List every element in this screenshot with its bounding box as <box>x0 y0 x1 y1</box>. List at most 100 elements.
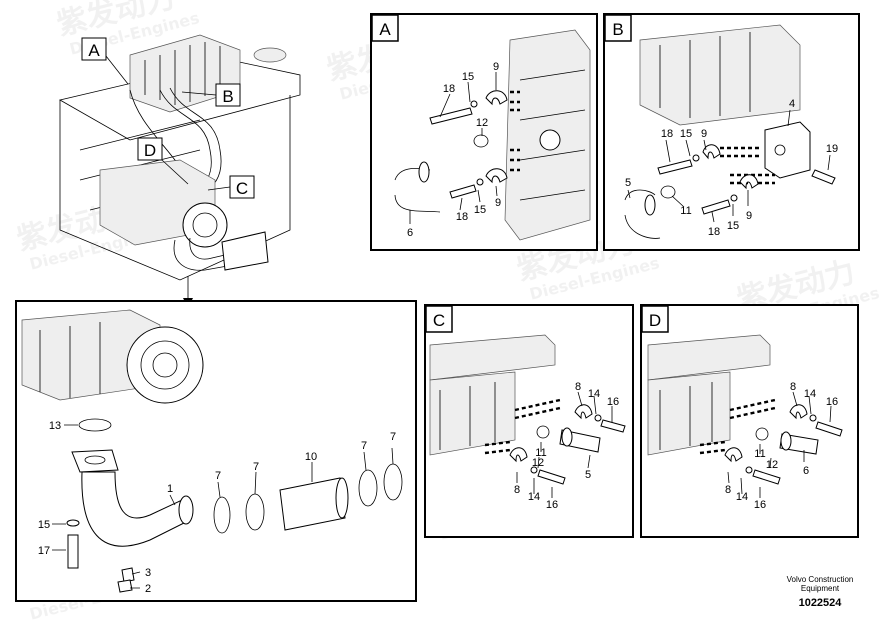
panel-c-dash-top <box>514 398 561 420</box>
callout-d-16-top: 16 <box>826 396 838 408</box>
panel-b-washer-top <box>692 154 700 162</box>
frame-body <box>59 95 291 281</box>
callout-b-5: 5 <box>625 177 631 189</box>
callout-main-7-d: 7 <box>390 431 396 443</box>
panel-c-pump-body <box>429 371 516 456</box>
brand-line-1: Volvo Construction <box>787 575 854 584</box>
pump-flange <box>182 202 228 248</box>
callout-d-8-top: 8 <box>790 381 796 393</box>
callout-b-4: 4 <box>789 98 795 110</box>
overview-tag-d-leader <box>161 159 189 185</box>
callout-a-9-top: 9 <box>493 61 499 73</box>
panel-b-hose-flange <box>644 194 656 216</box>
callout-c-14-bottom: 14 <box>528 491 540 503</box>
callout-b-18-top: 18 <box>661 128 673 140</box>
callout-a-15-top: 15 <box>462 71 474 83</box>
callout-b-15-top: 15 <box>680 128 692 140</box>
callout-d-11: 11 <box>754 448 765 460</box>
overview-tag-c-leader <box>207 186 231 191</box>
panel-b-leaders <box>627 109 831 223</box>
panel-main: 13 1 7 7 10 7 7 15 17 3 2 <box>15 300 417 602</box>
footer: Volvo Construction Equipment 1022524 <box>787 575 854 609</box>
callout-a-15-bottom: 15 <box>474 204 486 216</box>
panel-a-bolt-top <box>429 107 473 125</box>
main-elbow-flange <box>71 449 119 473</box>
panel-d-bolt-bottom <box>752 469 781 485</box>
panel-d-pump-top <box>647 334 771 381</box>
panel-d-oring <box>755 427 769 441</box>
panel-a-port <box>539 129 561 151</box>
callout-d-6: 6 <box>803 465 809 477</box>
callout-d-8-bottom: 8 <box>725 484 731 496</box>
panel-c-washer-bottom <box>530 466 538 474</box>
panel-a-washer-top <box>470 100 478 108</box>
callout-a-18-bottom: 18 <box>456 211 468 223</box>
disc-part <box>253 47 287 63</box>
callout-main-7-a: 7 <box>215 470 221 482</box>
callout-c-5: 5 <box>585 469 591 481</box>
panel-b-tag-box <box>604 14 632 42</box>
callout-main-10: 10 <box>305 451 317 463</box>
overview-tag-b-leader <box>181 91 217 96</box>
panel-a-washer-bottom <box>476 178 484 186</box>
panel-b-bolt-top <box>657 159 693 175</box>
panel-c-pump-lines <box>439 382 496 450</box>
callout-d-14-top: 14 <box>804 388 816 400</box>
panel-d: D 8 14 16 11 12 6 8 14 16 <box>640 304 859 538</box>
panel-b-block-port <box>774 144 786 156</box>
panel-b-clamp-top <box>702 144 721 160</box>
panel-d-washer-bottom <box>745 466 753 474</box>
panel-b-block <box>764 121 811 179</box>
panel-d-tag-box <box>641 305 669 333</box>
panel-d-hose-flange <box>780 431 792 451</box>
overview-tag-d-box <box>137 137 163 161</box>
main-hose-end <box>335 477 349 519</box>
panel-c-bolt-bottom <box>537 469 566 485</box>
panel-d-tag: D <box>649 311 661 330</box>
callout-b-11: 11 <box>680 205 691 217</box>
panel-d-washer-top <box>809 414 817 422</box>
suction-hose <box>221 231 269 271</box>
panel-d-clamp-bottom <box>724 447 743 463</box>
panel-a-tag-box <box>371 14 399 42</box>
panel-c-leaders <box>516 391 613 498</box>
callout-main-2: 2 <box>145 583 151 595</box>
suction-pipe-top <box>173 239 251 271</box>
main-clamp-1 <box>213 496 231 534</box>
main-pump-flange-inner <box>140 340 190 390</box>
panel-d-leaders <box>727 391 832 498</box>
main-clamp-3 <box>358 469 378 507</box>
callout-b-15-bottom: 15 <box>727 220 739 232</box>
main-pump-flange <box>126 326 204 404</box>
panel-b-bolt-19 <box>811 169 836 185</box>
callout-c-11: 11 <box>535 447 546 459</box>
panel-a-dash-top <box>510 90 520 112</box>
callout-a-12: 12 <box>476 117 488 129</box>
callout-main-1: 1 <box>167 483 173 495</box>
main-elbow-port <box>84 455 106 465</box>
panel-d-dash-top <box>729 398 776 420</box>
panel-a-valve-lines <box>519 69 586 201</box>
callout-c-16-top: 16 <box>607 396 619 408</box>
panel-d-bolt-top <box>815 421 843 437</box>
main-bolt <box>67 534 79 569</box>
callout-c-16-bottom: 16 <box>546 499 558 511</box>
main-plug-2 <box>117 579 133 593</box>
pump-flange-bore <box>192 212 218 238</box>
callout-main-13: 13 <box>49 420 61 432</box>
panel-b: B 18 15 9 4 19 5 11 18 15 9 <box>603 13 860 251</box>
overview-tag-a-leader <box>105 55 129 85</box>
overview-tag-b: B <box>222 87 233 106</box>
callout-main-7-b: 7 <box>253 461 259 473</box>
panel-b-washer-bottom <box>730 194 738 202</box>
panel-c-hose-flange <box>561 427 573 447</box>
overview-tag-d: D <box>144 141 156 160</box>
callout-main-7-c: 7 <box>361 440 367 452</box>
main-oring <box>78 418 112 432</box>
callout-main-17: 17 <box>38 545 50 557</box>
callout-main-3: 3 <box>145 567 151 579</box>
main-leaders <box>52 424 394 589</box>
panel-d-pump-lines <box>659 382 713 450</box>
panel-d-clamp-top <box>789 404 808 420</box>
